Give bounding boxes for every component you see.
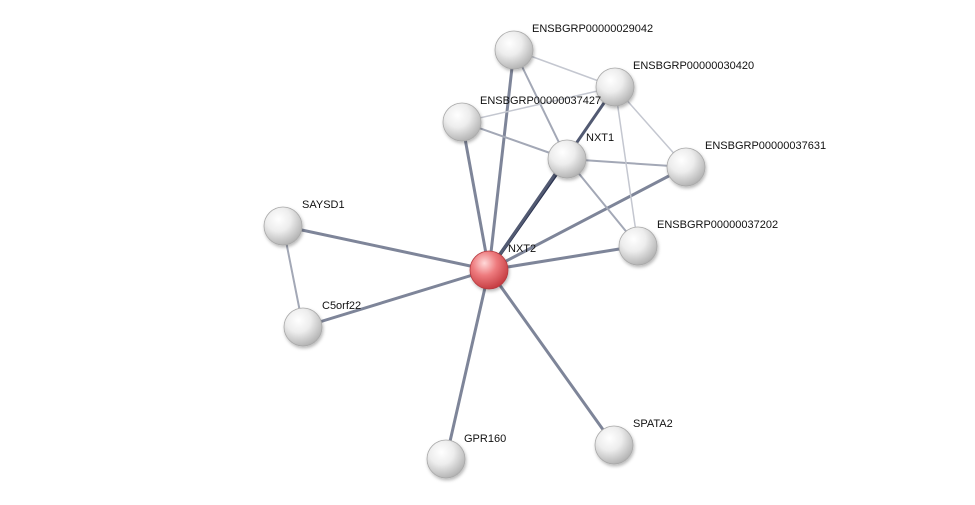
- protein-node-circle[interactable]: [595, 67, 635, 107]
- protein-node-circle[interactable]: [494, 30, 534, 70]
- edge-ENSBGRP00000037427-ENSBGRP00000030420[interactable]: [461, 86, 616, 123]
- node-ENSBGRP00000029042[interactable]: ENSBGRP00000029042: [494, 23, 653, 70]
- protein-node-circle[interactable]: [442, 102, 482, 142]
- protein-node-circle[interactable]: [263, 206, 303, 246]
- protein-node-circle[interactable]: [283, 307, 323, 347]
- nodes-layer: NXT2 ENSBGRP00000029042ENSBGRP00000030420…: [263, 23, 826, 479]
- edge-NXT2-ENSBGRP00000030420[interactable]: [487, 85, 617, 272]
- node-label-ENSBGRP00000037202: ENSBGRP00000037202: [657, 219, 778, 231]
- node-label-ENSBGRP00000037427: ENSBGRP00000037427: [480, 95, 601, 107]
- node-label-ENSBGRP00000029042: ENSBGRP00000029042: [532, 23, 653, 35]
- node-NXT2[interactable]: NXT2: [469, 243, 536, 290]
- query-protein-node-circle[interactable]: [469, 250, 509, 290]
- protein-node-circle[interactable]: [618, 226, 658, 266]
- node-label-C5orf22: C5orf22: [322, 300, 361, 312]
- protein-node-circle[interactable]: [547, 139, 587, 179]
- node-SAYSD1[interactable]: SAYSD1: [263, 199, 345, 246]
- node-label-ENSBGRP00000037631: ENSBGRP00000037631: [705, 140, 826, 152]
- edge-NXT2-ENSBGRP00000037631[interactable]: [487, 165, 688, 272]
- edge-NXT2-SPATA2[interactable]: [487, 268, 616, 447]
- node-label-SPATA2: SPATA2: [633, 418, 673, 430]
- protein-node-circle[interactable]: [426, 439, 466, 479]
- edge-NXT2-ENSBGRP00000037202[interactable]: [487, 244, 640, 272]
- node-C5orf22[interactable]: C5orf22: [283, 300, 361, 347]
- node-SPATA2[interactable]: SPATA2: [594, 418, 673, 465]
- node-label-NXT2: NXT2: [508, 243, 536, 255]
- edge-ENSBGRP00000030420-ENSBGRP00000037202[interactable]: [614, 86, 639, 247]
- protein-node-circle[interactable]: [594, 425, 634, 465]
- protein-node-circle[interactable]: [666, 147, 706, 187]
- edge-NXT2-ENSBGRP00000029042[interactable]: [487, 48, 516, 272]
- edge-NXT2-SAYSD1[interactable]: [281, 224, 491, 272]
- node-ENSBGRP00000037427[interactable]: ENSBGRP00000037427: [442, 95, 601, 142]
- node-GPR160[interactable]: GPR160: [426, 433, 506, 479]
- node-label-SAYSD1: SAYSD1: [302, 199, 345, 211]
- edge-NXT2-C5orf22[interactable]: [301, 268, 491, 329]
- edge-NXT2-ENSBGRP00000037427[interactable]: [460, 120, 491, 272]
- node-NXT1[interactable]: NXT1: [547, 132, 614, 179]
- node-label-NXT1: NXT1: [586, 132, 614, 144]
- node-label-ENSBGRP00000030420: ENSBGRP00000030420: [633, 60, 754, 72]
- node-ENSBGRP00000030420[interactable]: ENSBGRP00000030420: [595, 60, 754, 107]
- node-ENSBGRP00000037631[interactable]: ENSBGRP00000037631: [666, 140, 826, 187]
- node-ENSBGRP00000037202[interactable]: ENSBGRP00000037202: [618, 219, 778, 266]
- node-label-GPR160: GPR160: [464, 433, 506, 445]
- edge-NXT2-GPR160[interactable]: [444, 268, 491, 461]
